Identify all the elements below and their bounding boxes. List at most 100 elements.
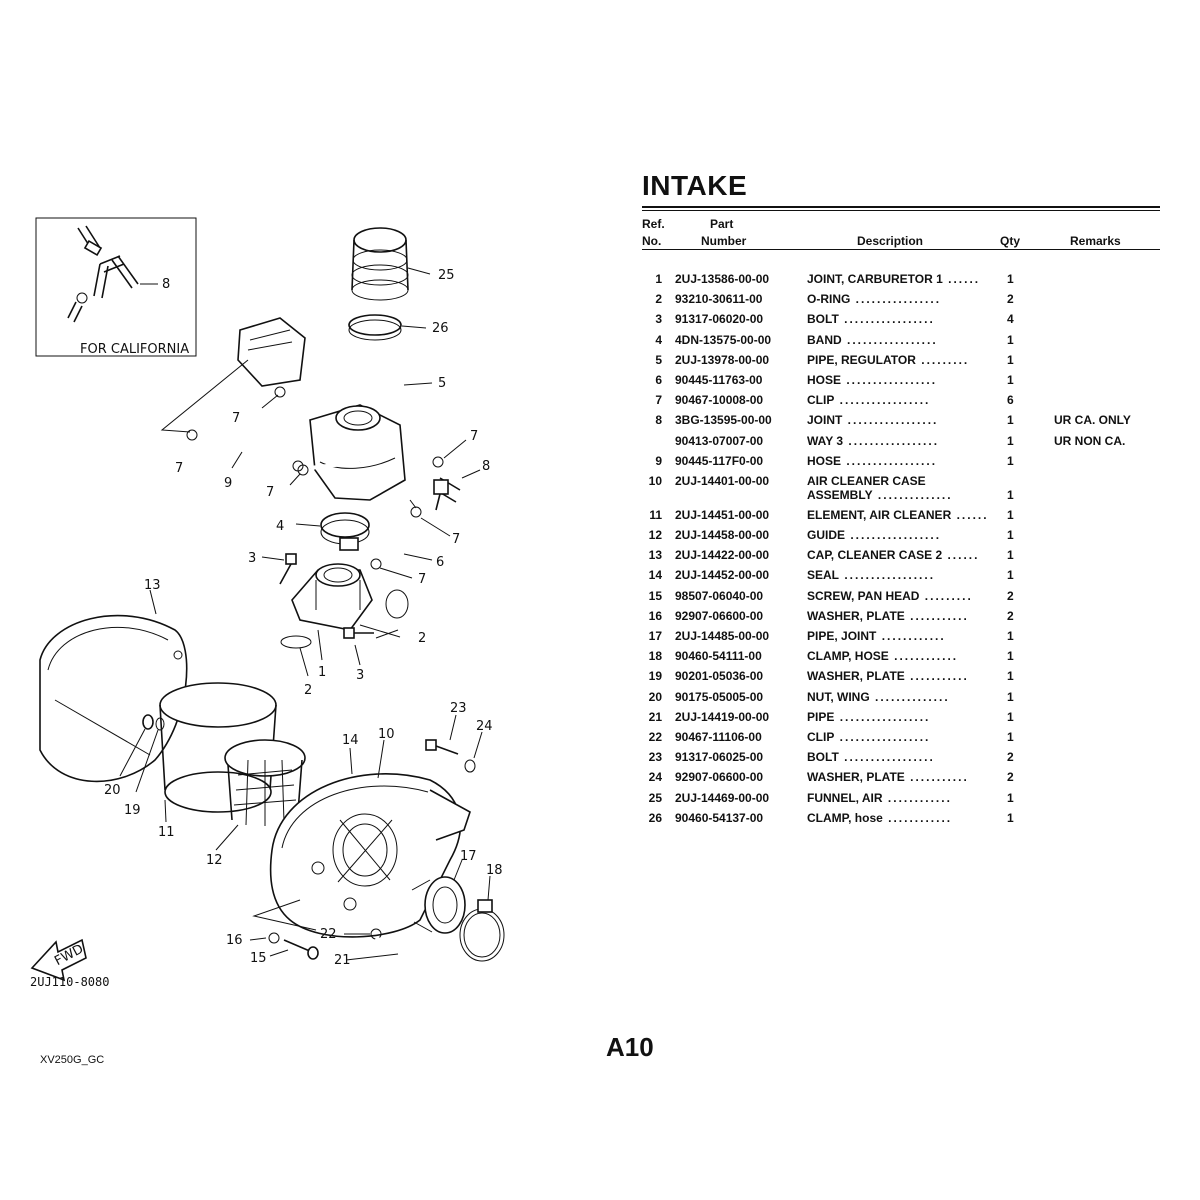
callout-8: 8 — [482, 459, 490, 474]
description: CLIP ................. — [807, 393, 992, 407]
description: O-RING ................ — [807, 292, 992, 306]
exploded-parts-diagram: 8 FOR CALIFORNIA 25 26 5 7 7 — [0, 200, 640, 1020]
forward-arrow-icon: FWD — [30, 938, 87, 982]
description: CAP, CLEANER CASE 2 ...... — [807, 548, 992, 562]
callout-22: 22 — [320, 927, 337, 942]
callout-20: 20 — [104, 783, 121, 798]
ref-number: 25 — [648, 790, 662, 805]
remarks: UR NON CA. — [1054, 433, 1126, 448]
quantity: 2 — [1007, 292, 1014, 307]
part-number: 90201-05036-00 — [675, 669, 764, 684]
callout-24: 24 — [476, 719, 493, 734]
quantity: 6 — [1007, 393, 1014, 408]
hose-9-drawing — [186, 429, 304, 472]
header-ref-line1: Ref. — [642, 217, 665, 231]
callout-3-b: 3 — [356, 668, 364, 683]
quantity: 1 — [1007, 272, 1014, 286]
ref-number: 3 — [655, 312, 662, 327]
description-text: SEAL — [807, 568, 840, 583]
leader-dots: ......... — [919, 588, 973, 603]
leader-dots: ................. — [843, 433, 940, 448]
page-number: A10 — [606, 1032, 654, 1062]
description: HOSE ................. — [807, 454, 992, 468]
leader-dots: ........... — [904, 608, 969, 623]
description-text: CLIP — [807, 393, 835, 408]
ref-number: 15 — [648, 588, 662, 603]
description-text-line2: ASSEMBLY — [807, 487, 873, 502]
leader-dots: ............ — [882, 790, 952, 805]
callout-3-a: 3 — [248, 551, 256, 566]
quantity: 1 — [1007, 709, 1014, 724]
part-number: 2UJ-14422-00-00 — [675, 548, 770, 563]
quantity: 1 — [1007, 332, 1014, 347]
funnel-clamp-drawing — [348, 314, 427, 341]
description-text: PIPE, JOINT — [807, 629, 877, 643]
ref-number: 6 — [655, 372, 662, 387]
description: SCREW, PAN HEAD ......... — [807, 589, 992, 603]
part-number: 90460-54137-00 — [675, 810, 764, 825]
callout-10: 10 — [378, 727, 395, 742]
header-ref-line2: No. — [642, 234, 662, 248]
description: ELEMENT, AIR CLEANER ...... — [807, 508, 992, 522]
washer-16-drawing — [268, 932, 280, 944]
ref-number: 17 — [648, 629, 662, 643]
inset-caption: FOR CALIFORNIA — [80, 342, 189, 357]
part-number: 2UJ-14452-00-00 — [675, 568, 770, 583]
quantity: 4 — [1007, 312, 1014, 327]
leader-dots: .............. — [872, 487, 953, 502]
description: WASHER, PLATE ........... — [807, 770, 992, 784]
description: SEAL ................. — [807, 568, 992, 582]
quantity: 1 — [1007, 372, 1014, 387]
callout-7-c: 7 — [266, 485, 274, 500]
bolt-3-upper-drawing — [279, 553, 297, 585]
quantity: 1 — [1007, 729, 1014, 744]
leader-dots: ...... — [951, 507, 989, 522]
header-part-line2: Number — [701, 234, 747, 248]
ref-number: 16 — [648, 608, 662, 623]
ref-number: 18 — [648, 649, 662, 664]
description: FUNNEL, AIR ............ — [807, 791, 992, 805]
description: HOSE ................. — [807, 373, 992, 387]
description-text: PIPE, REGULATOR — [807, 352, 916, 367]
ref-number: 14 — [648, 568, 662, 583]
description-text: SCREW, PAN HEAD — [807, 588, 920, 603]
ref-number: 12 — [648, 528, 662, 543]
description-text: NUT, WING — [807, 689, 870, 704]
callout-23: 23 — [450, 701, 467, 716]
description-text: WASHER, PLATE — [807, 669, 905, 684]
part-number: 92907-06600-00 — [675, 608, 764, 623]
leader-dots: ...... — [942, 548, 980, 563]
ref-number: 19 — [648, 669, 662, 684]
description-text: ELEMENT, AIR CLEANER — [807, 507, 952, 522]
description: WASHER, PLATE ........... — [807, 669, 992, 683]
description-text: CLAMP, hose — [807, 810, 883, 825]
hose-6-drawing — [392, 526, 414, 570]
air-cleaner-element-drawing — [159, 682, 277, 813]
callout-26: 26 — [432, 321, 449, 336]
air-funnel-drawing — [351, 227, 431, 301]
callout-13: 13 — [144, 578, 161, 593]
leader-dots: ................. — [838, 750, 935, 765]
leader-dots: ...... — [942, 272, 981, 286]
ref-number: 7 — [655, 393, 662, 408]
leader-dots: ................ — [850, 292, 942, 307]
callout-21: 21 — [334, 953, 351, 968]
header-rule — [642, 249, 1160, 250]
leader-dots: .............. — [869, 689, 950, 704]
leader-dots: ................. — [838, 312, 935, 327]
screw-15-drawing — [283, 939, 319, 960]
page-title: INTAKE — [642, 170, 748, 201]
quantity: 1 — [1007, 548, 1014, 563]
